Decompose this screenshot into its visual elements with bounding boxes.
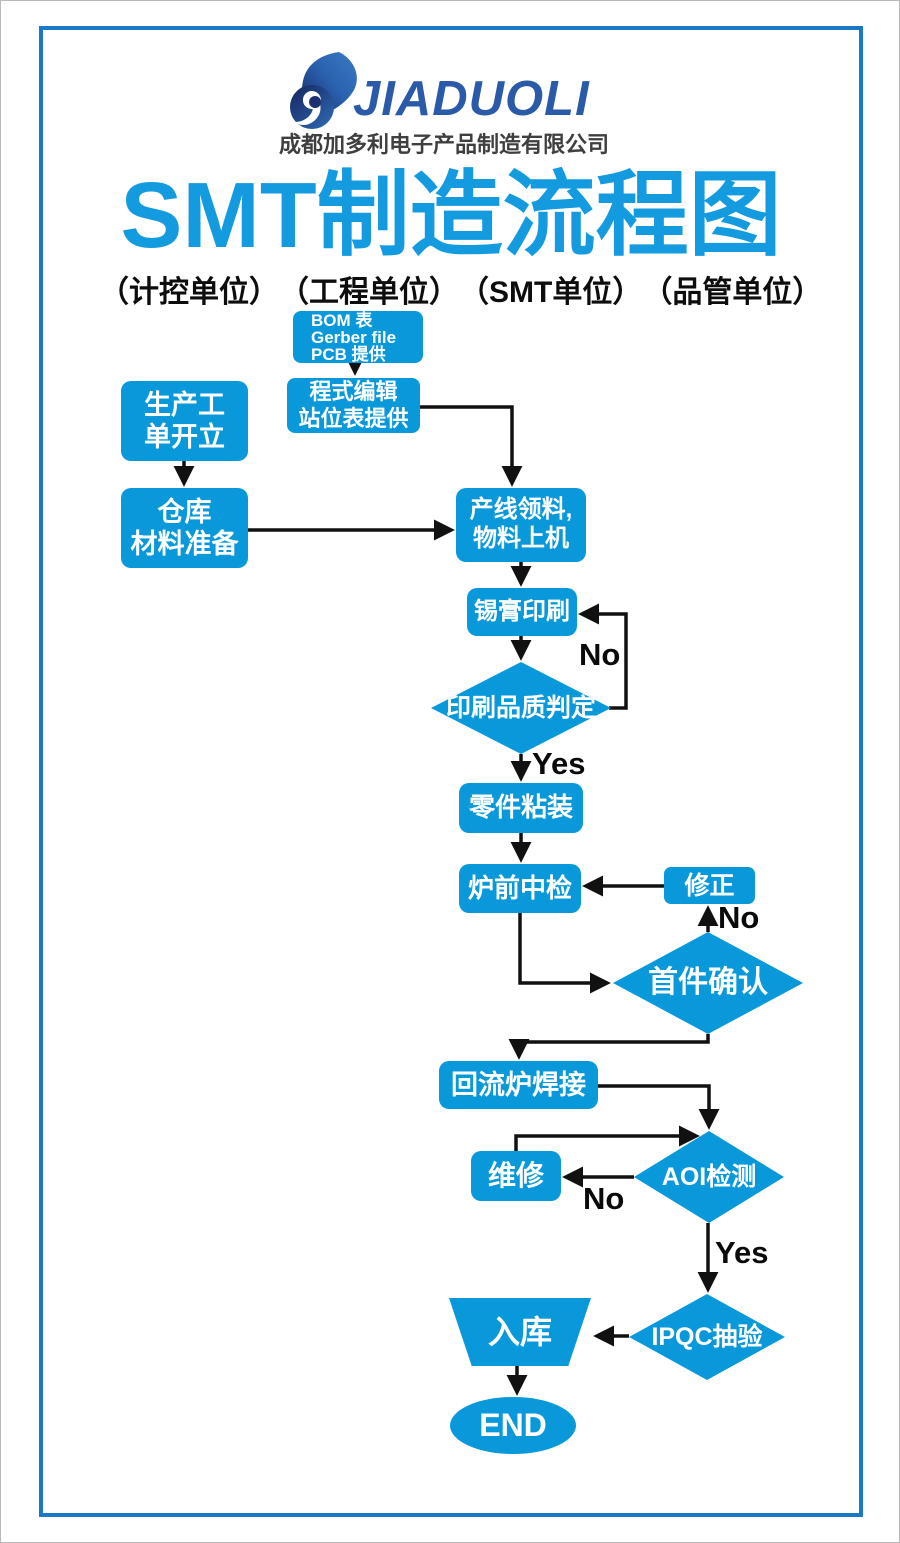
page-title: SMT制造流程图 bbox=[120, 163, 782, 267]
poster-border-frame bbox=[39, 26, 863, 1517]
node-inbound: 入库 bbox=[449, 1298, 591, 1366]
arrow-repair-to-aoi bbox=[514, 1125, 700, 1151]
jiaduoli-logo-icon bbox=[290, 52, 357, 129]
node-line: 修正 bbox=[684, 871, 735, 900]
arrow-program-to-linepick bbox=[420, 405, 523, 487]
label-printcheck-no: No bbox=[579, 637, 621, 672]
node-line: 仓库 bbox=[157, 496, 212, 527]
unit-planning: （计控单位） bbox=[99, 276, 279, 309]
node-line: 程式编辑 bbox=[309, 379, 398, 405]
node-line: 首件确认 bbox=[648, 966, 768, 999]
node-line: 入库 bbox=[487, 1313, 552, 1350]
arrow-printcheck-no-loop bbox=[578, 603, 628, 710]
unit-smt: （SMT单位） bbox=[459, 276, 643, 309]
node-reflow: 回流炉焊接 bbox=[439, 1061, 598, 1109]
node-line: END bbox=[479, 1407, 547, 1444]
node-line: 印刷品质判定 bbox=[445, 694, 596, 722]
label-aoi-yes: Yes bbox=[715, 1235, 769, 1270]
node-line: 锡膏印刷 bbox=[474, 597, 570, 625]
node-line: PCB 提供 bbox=[311, 344, 386, 364]
node-program: 程式编辑 站位表提供 bbox=[287, 378, 420, 433]
label-printcheck-yes: Yes bbox=[532, 746, 586, 781]
arrow-reflow-to-aoi bbox=[598, 1084, 720, 1130]
node-line: 维修 bbox=[487, 1160, 544, 1192]
node-line: Gerber file bbox=[311, 327, 397, 347]
label-firstarticle-no: No bbox=[718, 900, 760, 935]
node-line: 产线领料, bbox=[469, 496, 573, 524]
node-line: 物料上机 bbox=[473, 525, 569, 552]
logo-wordmark: JIADUOLI bbox=[353, 72, 590, 126]
node-line: 生产工 bbox=[144, 389, 225, 420]
node-solderprint: 锡膏印刷 bbox=[467, 588, 577, 636]
arrow-firstarticle-to-reflow bbox=[508, 1034, 710, 1060]
node-workorder: 生产工 单开立 bbox=[121, 381, 248, 461]
node-line: 材料准备 bbox=[130, 529, 239, 559]
node-line: 单开立 bbox=[144, 422, 225, 452]
node-end: END bbox=[450, 1397, 576, 1454]
node-placement: 零件粘装 bbox=[459, 783, 583, 833]
node-line: 零件粘装 bbox=[468, 792, 573, 823]
unit-header-row: （计控单位） （工程单位） （SMT单位） （品管单位） bbox=[99, 267, 822, 311]
node-line: 站位表提供 bbox=[298, 405, 409, 431]
unit-qa: （品管单位） bbox=[642, 276, 823, 309]
node-line: BOM 表 bbox=[311, 310, 373, 330]
label-aoi-no: No bbox=[583, 1181, 625, 1216]
node-repair: 维修 bbox=[471, 1151, 561, 1201]
arrow-preoven-to-firstarticle bbox=[518, 913, 611, 994]
node-fix: 修正 bbox=[664, 867, 755, 904]
logo-company-name: 成都加多利电子产品制造有限公司 bbox=[279, 132, 610, 157]
node-warehouse: 仓库 材料准备 bbox=[121, 488, 248, 568]
node-bom: BOM 表 Gerber file PCB 提供 bbox=[293, 311, 423, 363]
node-preoven: 炉前中检 bbox=[459, 864, 581, 913]
node-line: 回流炉焊接 bbox=[451, 1069, 586, 1100]
node-line: IPQC抽验 bbox=[651, 1323, 763, 1351]
unit-engineering: （工程单位） bbox=[279, 276, 459, 309]
node-line: AOI检测 bbox=[661, 1163, 757, 1191]
node-linepick: 产线领料, 物料上机 bbox=[456, 488, 586, 562]
node-line: 炉前中检 bbox=[467, 872, 572, 903]
